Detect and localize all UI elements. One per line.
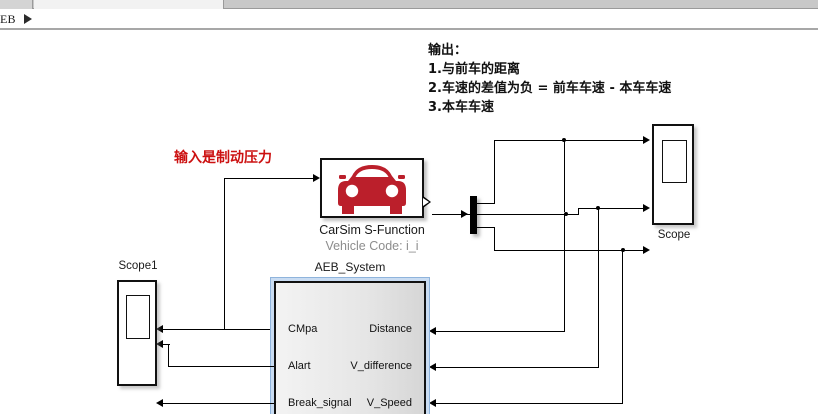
scope1-block-label: Scope1	[118, 260, 158, 272]
wire-demux-out1-to-scope	[494, 140, 644, 141]
aeb-output-port-v-speed: V_Speed	[366, 397, 412, 409]
breadcrumb-item-aeb[interactable]: EB	[0, 12, 16, 26]
toolbar-cell-tab[interactable]	[34, 0, 224, 9]
wire-cmpa-stub	[224, 329, 274, 330]
wire-demux-out2-a	[477, 214, 566, 215]
wire-alart-into-scope1	[158, 344, 170, 345]
output-annotation-line-2: 2.车速的差值为负 = 前车车速 - 本车车速	[428, 81, 672, 96]
scope1-screen	[126, 295, 150, 339]
arrow-scope-input-1	[643, 136, 650, 144]
wire-tap-to-vdiff	[436, 367, 599, 368]
wire-demux-out2-to-scope	[578, 208, 644, 209]
carsim-block-label: CarSim S-Function	[319, 223, 425, 237]
toolbar-strip	[0, 0, 818, 9]
aeb-input-port-cmpa: CMpa	[288, 323, 318, 335]
aeb-system-block[interactable]	[274, 281, 426, 414]
wire-demux-out1-a	[477, 203, 495, 204]
wire-carsim-to-demux	[432, 214, 470, 215]
scope-block-label: Scope	[657, 229, 691, 241]
carsim-output-port-icon	[423, 196, 431, 208]
aeb-output-port-v-difference: V_difference	[350, 360, 412, 372]
junction-out2-tap	[596, 206, 600, 210]
arrow-aeb-vspeed-input	[429, 399, 436, 407]
wire-demux-out2-jog	[578, 208, 579, 215]
toolbar-cell-left[interactable]	[0, 0, 33, 9]
wire-tap-distance-v2	[564, 214, 565, 332]
triangle-right-icon	[24, 14, 32, 24]
wire-demux-out3-to-scope	[494, 250, 644, 251]
aeb-output-port-distance: Distance	[369, 323, 412, 335]
wire-tap-vspeed-v	[622, 250, 623, 404]
arrow-demux-input	[461, 210, 468, 218]
arrow-scope1-input-1	[156, 325, 163, 333]
model-canvas[interactable]: 输出： 1.与前车的距离 2.车速的差值为负 = 前车车速 - 本车车速 3.本…	[0, 33, 818, 414]
arrow-scope1-input-3	[156, 399, 163, 407]
wire-demux-out3-drop	[494, 227, 495, 251]
wire-cmpa-riser	[224, 178, 225, 330]
wire-cmpa-to-scope1	[158, 329, 224, 330]
arrow-scope-input-3	[643, 246, 650, 254]
wire-demux-out3-a	[477, 227, 495, 228]
arrow-scope1-input-2	[156, 340, 163, 348]
breadcrumb: EB	[0, 9, 818, 30]
input-annotation: 输入是制动压力	[174, 150, 272, 166]
arrow-scope-input-2	[643, 204, 650, 212]
wire-tap-to-distance	[436, 331, 565, 332]
wire-cmpa-to-carsim	[224, 178, 314, 179]
carsim-vehicle-code-label: Vehicle Code: i_i	[325, 239, 419, 253]
output-annotation: 输出： 1.与前车的距离 2.车速的差值为负 = 前车车速 - 本车车速 3.本…	[428, 41, 671, 117]
junction-out3	[621, 248, 625, 252]
arrow-aeb-vdifference-input	[429, 363, 436, 371]
wire-tap-to-vspeed	[436, 403, 623, 404]
wire-demux-out1-riser	[494, 140, 495, 204]
aeb-input-port-break-signal: Break_signal	[288, 397, 352, 409]
junction-out1-tap	[562, 138, 566, 142]
red-car-front-icon	[338, 165, 406, 214]
wire-demux-out2-b	[566, 214, 579, 215]
wire-alart-to-scope1	[168, 366, 274, 367]
carsim-s-function-block[interactable]	[320, 158, 424, 218]
wire-tap-distance-v	[564, 140, 565, 212]
scope-screen	[662, 140, 687, 183]
wire-break-to-scope1	[158, 403, 274, 404]
wire-alart-jog	[168, 344, 169, 367]
arrow-aeb-distance-input	[429, 327, 436, 335]
demux-block[interactable]	[470, 196, 477, 234]
aeb-input-port-alart: Alart	[288, 360, 311, 372]
arrow-carsim-input	[313, 174, 320, 182]
aeb-system-label: AEB_System	[314, 260, 386, 274]
wire-tap-vdiff-v	[598, 208, 599, 368]
output-annotation-line-3: 3.本车车速	[428, 100, 494, 115]
output-annotation-line-1: 1.与前车的距离	[428, 62, 520, 77]
output-annotation-heading: 输出：	[428, 43, 468, 58]
